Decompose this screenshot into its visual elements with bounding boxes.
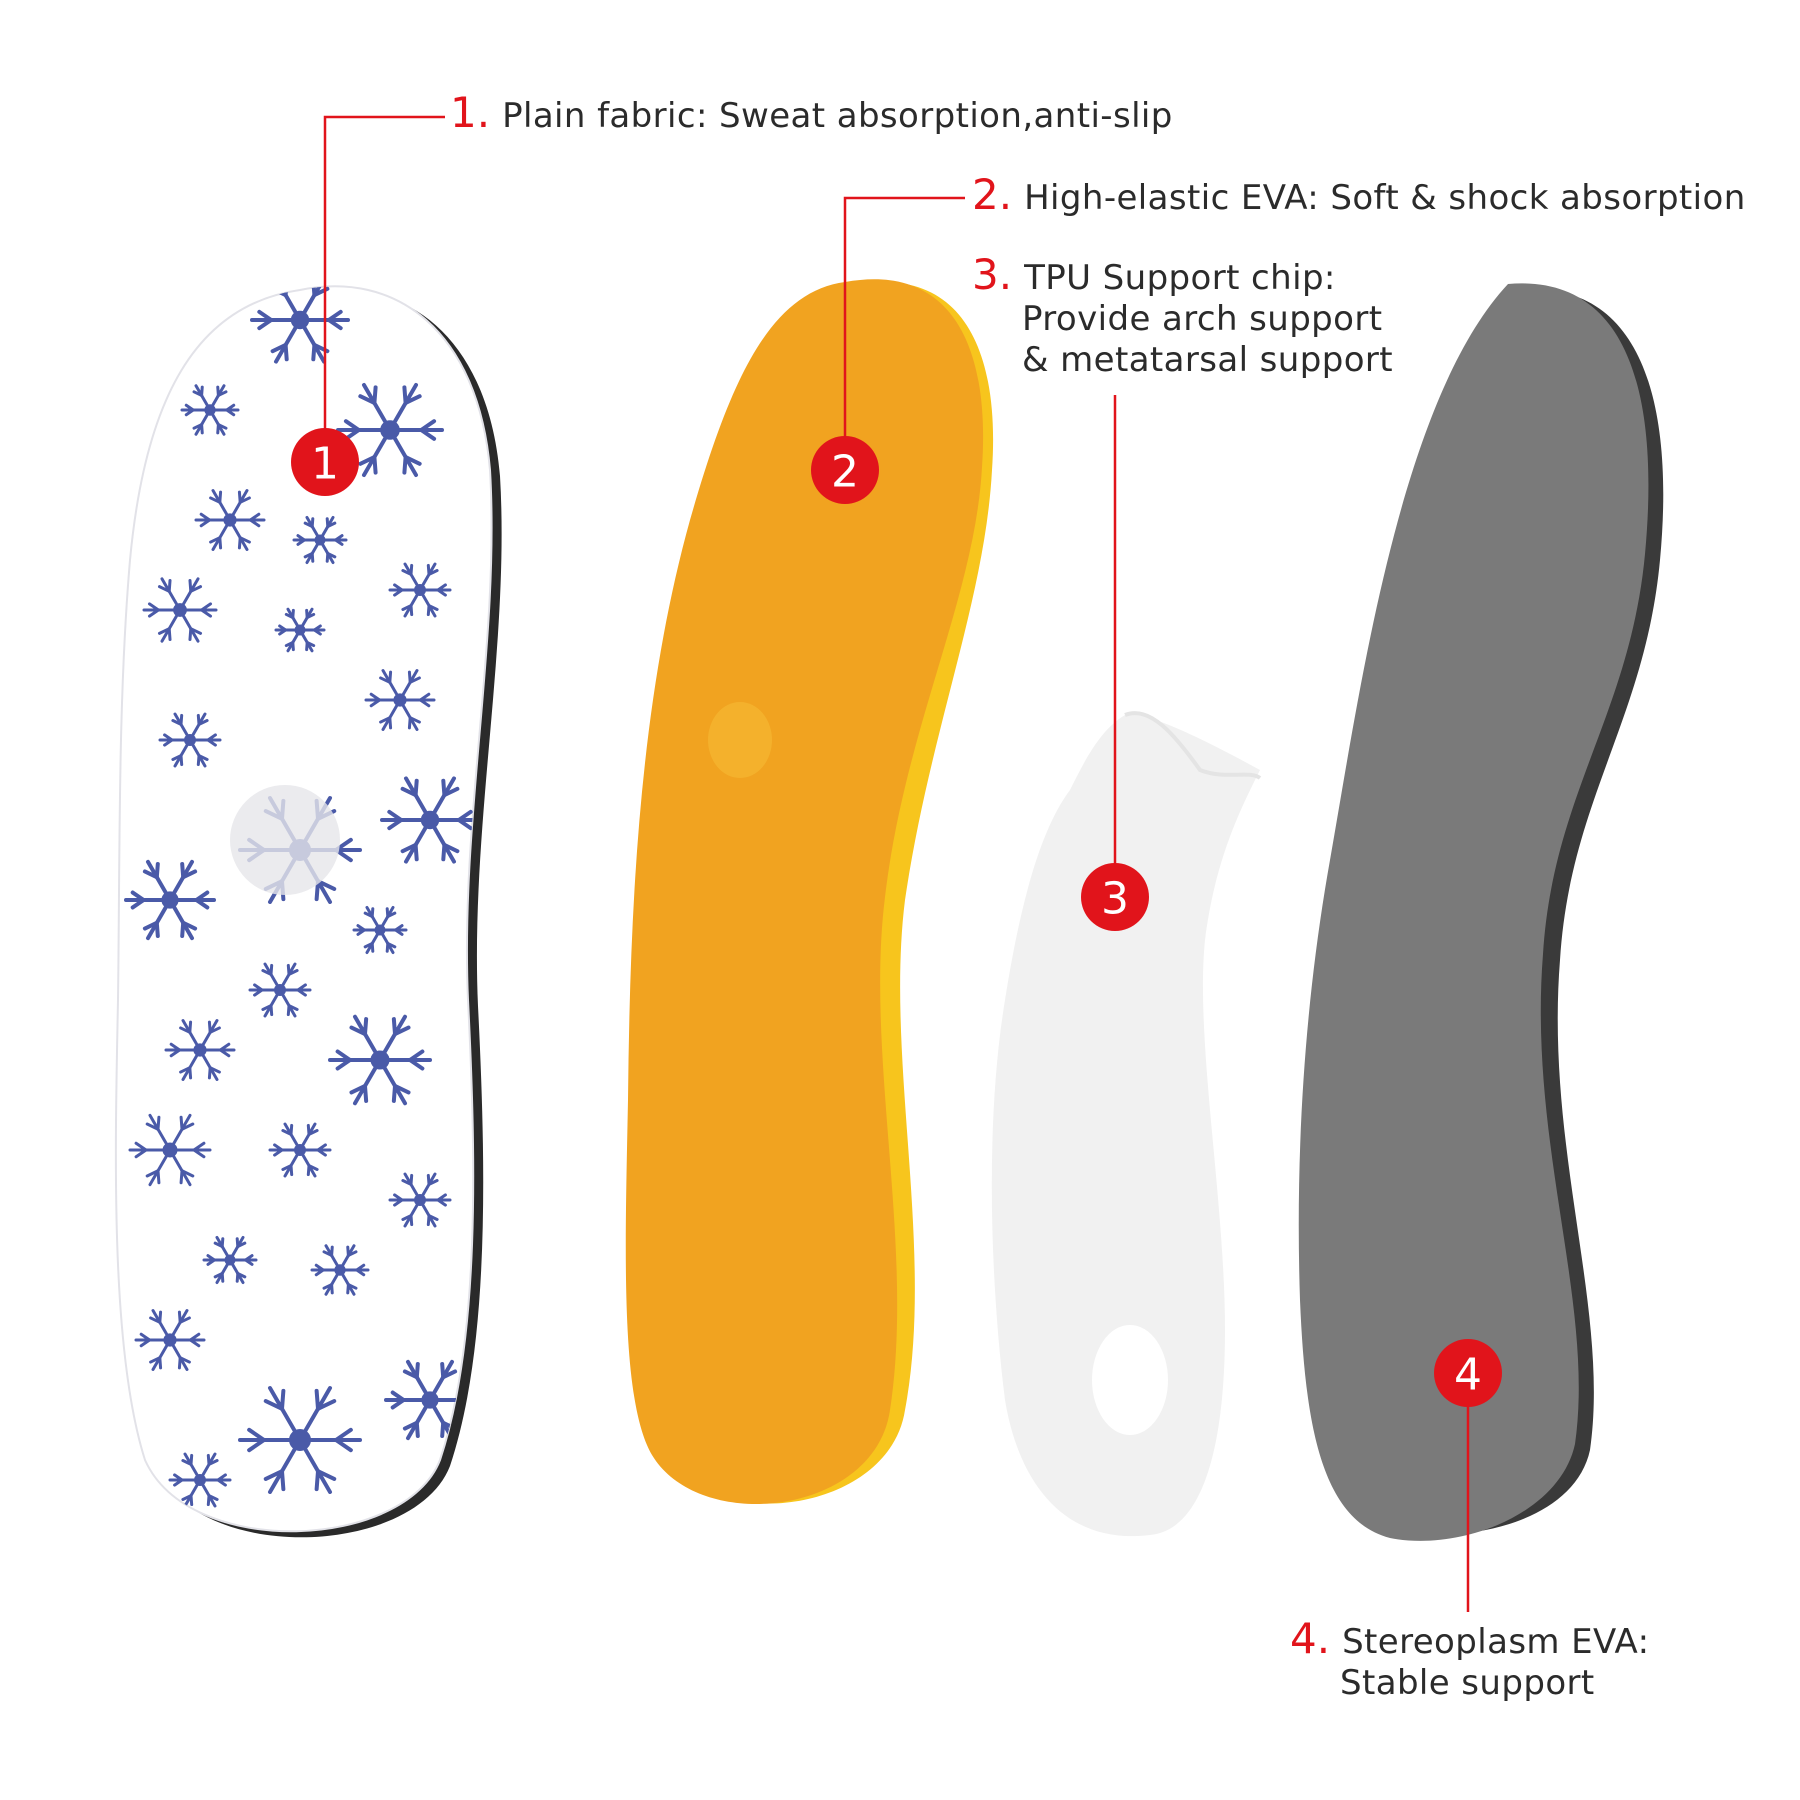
marker-2: 2 bbox=[811, 436, 879, 504]
marker-3-label: 3 bbox=[1101, 874, 1129, 925]
snowflake-icon bbox=[180, 384, 240, 436]
snowflake-icon bbox=[194, 489, 266, 551]
snowflake-icon bbox=[388, 562, 452, 618]
snowflake-icon bbox=[128, 1113, 212, 1187]
snowflake-icon bbox=[380, 776, 480, 864]
fabric-insole bbox=[114, 285, 502, 1538]
callout-1-text: Plain fabric: Sweat absorption,anti-slip bbox=[502, 96, 1173, 136]
tpu-support-chip bbox=[991, 711, 1262, 1537]
arch-dome bbox=[708, 702, 772, 778]
marker-3: 3 bbox=[1081, 863, 1149, 931]
snowflake-icon bbox=[248, 962, 312, 1018]
snowflake-icon bbox=[364, 669, 436, 731]
callout-2-number: 2. bbox=[972, 170, 1013, 219]
stereoplasm-insole bbox=[1298, 283, 1664, 1541]
callout-4: 4.Stereoplasm EVA: Stable support bbox=[1290, 1618, 1649, 1704]
callout-4-text-line-1: Stereoplasm EVA: bbox=[1342, 1622, 1650, 1662]
marker-4-label: 4 bbox=[1454, 1350, 1482, 1401]
marker-2-label: 2 bbox=[831, 447, 859, 498]
marker-1: 1 bbox=[291, 428, 359, 496]
marker-1-label: 1 bbox=[311, 439, 339, 490]
callout-3-text-line-3: & metatarsal support bbox=[1022, 340, 1394, 380]
snowflake-icon bbox=[238, 1386, 362, 1494]
callout-3: 3.TPU Support chip: Provide arch support… bbox=[972, 254, 1393, 381]
snowflake-icon bbox=[310, 1244, 370, 1296]
callout-1: 1.Plain fabric: Sweat absorption,anti-sl… bbox=[450, 92, 1173, 137]
callout-4-number: 4. bbox=[1290, 1614, 1331, 1663]
callout-3-number: 3. bbox=[972, 250, 1013, 299]
eva-insole bbox=[625, 279, 994, 1505]
metatarsal-dome bbox=[230, 785, 340, 895]
marker-4: 4 bbox=[1434, 1339, 1502, 1407]
callout-1-number: 1. bbox=[450, 88, 491, 137]
callout-2-text: High-elastic EVA: Soft & shock absorptio… bbox=[1024, 178, 1746, 218]
leader-line-1 bbox=[323, 115, 445, 462]
snowflake-icon bbox=[158, 712, 222, 768]
snowflake-icon bbox=[168, 1452, 232, 1508]
callout-2: 2.High-elastic EVA: Soft & shock absorpt… bbox=[972, 174, 1746, 219]
snowflake-icon bbox=[142, 577, 218, 643]
snowflake-icon bbox=[250, 286, 350, 364]
heel-hole bbox=[1092, 1325, 1168, 1435]
snowflake-icon bbox=[164, 1019, 236, 1081]
snowflake-icon bbox=[352, 905, 408, 955]
snowflake-icon bbox=[336, 382, 444, 478]
leader-line-2 bbox=[843, 196, 965, 468]
leader-lines bbox=[323, 115, 1470, 1612]
callout-3-text-line-2: Provide arch support bbox=[1022, 299, 1383, 339]
snowflake-icon bbox=[388, 1172, 452, 1228]
callout-4-text-line-2: Stable support bbox=[1340, 1663, 1595, 1703]
callout-3-text-line-1: TPU Support chip: bbox=[1024, 258, 1336, 298]
snowflake-icon bbox=[134, 1309, 206, 1371]
snowflake-icon bbox=[292, 515, 348, 565]
snowflake-icon bbox=[202, 1235, 258, 1285]
snowflake-icon bbox=[274, 607, 326, 653]
snowflake-icon bbox=[268, 1122, 332, 1178]
snowflake-icon bbox=[124, 859, 216, 941]
snowflake-icon bbox=[328, 1014, 432, 1106]
